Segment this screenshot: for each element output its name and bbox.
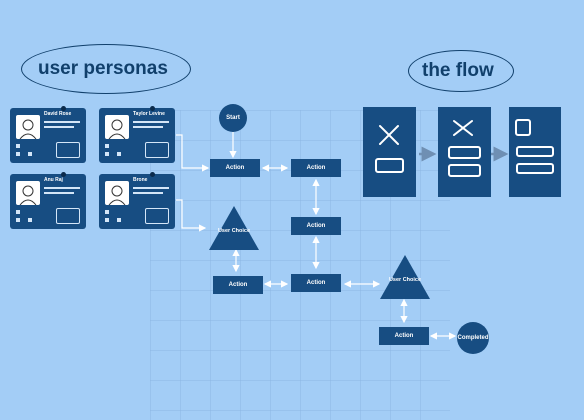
action-node[interactable]: Action: [213, 276, 263, 294]
scribble-notes: [145, 142, 169, 158]
text-line: [133, 126, 163, 128]
action-node[interactable]: Action: [210, 159, 260, 177]
checkbox-icon: [16, 210, 20, 214]
checkbox-icon: [105, 218, 109, 222]
decision-triangle: [380, 255, 430, 299]
person-icon: [19, 119, 37, 140]
decision-triangle: [209, 206, 259, 250]
text-line: [44, 121, 80, 123]
completed-node[interactable]: Completed: [457, 322, 489, 354]
person-icon: [108, 185, 126, 206]
wireframe-sketch: [515, 119, 554, 174]
text-line: [133, 187, 169, 189]
text-line: [44, 187, 80, 189]
avatar: [105, 115, 129, 140]
wireframe-card[interactable]: [363, 107, 416, 197]
scribble-notes: [56, 142, 80, 158]
pin-icon: [150, 106, 155, 111]
persona-name: Taylor Levine: [133, 111, 165, 117]
user-personas-oval: [21, 44, 191, 94]
checkbox-icon: [16, 218, 20, 222]
the-flow-heading: the flow: [422, 60, 494, 81]
avatar: [16, 181, 40, 206]
persona-name: David Rose: [44, 111, 72, 117]
checkbox-icon: [117, 218, 121, 222]
user-choice-node[interactable]: User Choice: [208, 205, 260, 251]
scribble-notes: [56, 208, 80, 224]
persona-card[interactable]: Brone: [99, 172, 175, 229]
person-icon: [19, 185, 37, 206]
action-node[interactable]: Action: [291, 217, 341, 235]
checkbox-icon: [105, 144, 109, 148]
checkbox-icon: [105, 152, 109, 156]
persona-connector: [176, 199, 207, 232]
user-choice-node[interactable]: User Choice: [379, 254, 431, 300]
persona-name: Brone: [133, 177, 148, 183]
avatar: [105, 181, 129, 206]
persona-card[interactable]: David Rose: [10, 106, 86, 163]
user-personas-heading: user personas: [38, 58, 168, 79]
text-line: [133, 121, 169, 123]
pin-icon: [61, 106, 66, 111]
persona-card[interactable]: Anu Raj: [10, 172, 86, 229]
checkbox-icon: [16, 152, 20, 156]
wireframe-sketch: [375, 125, 404, 173]
checkbox-icon: [28, 152, 32, 156]
wireframe-card[interactable]: [509, 107, 561, 197]
start-node[interactable]: Start: [219, 104, 247, 132]
checkbox-icon: [28, 218, 32, 222]
scribble-notes: [145, 208, 169, 224]
action-node[interactable]: Action: [379, 327, 429, 345]
persona-connector: [176, 134, 210, 172]
pin-icon: [61, 172, 66, 177]
the-flow-oval: [408, 50, 514, 92]
text-line: [133, 192, 163, 194]
action-node[interactable]: Action: [291, 159, 341, 177]
text-line: [44, 192, 74, 194]
wireframe-card[interactable]: [438, 107, 491, 197]
action-node[interactable]: Action: [291, 274, 341, 292]
checkbox-icon: [105, 210, 109, 214]
user-choice-label: User Choice: [217, 228, 251, 234]
avatar: [16, 115, 40, 140]
wireframe-sketch: [448, 120, 481, 177]
checkbox-icon: [117, 152, 121, 156]
user-choice-label: User Choice: [388, 277, 422, 283]
person-icon: [108, 119, 126, 140]
checkbox-icon: [16, 144, 20, 148]
persona-card[interactable]: Taylor Levine: [99, 106, 175, 163]
text-line: [44, 126, 74, 128]
persona-name: Anu Raj: [44, 177, 63, 183]
pin-icon: [150, 172, 155, 177]
